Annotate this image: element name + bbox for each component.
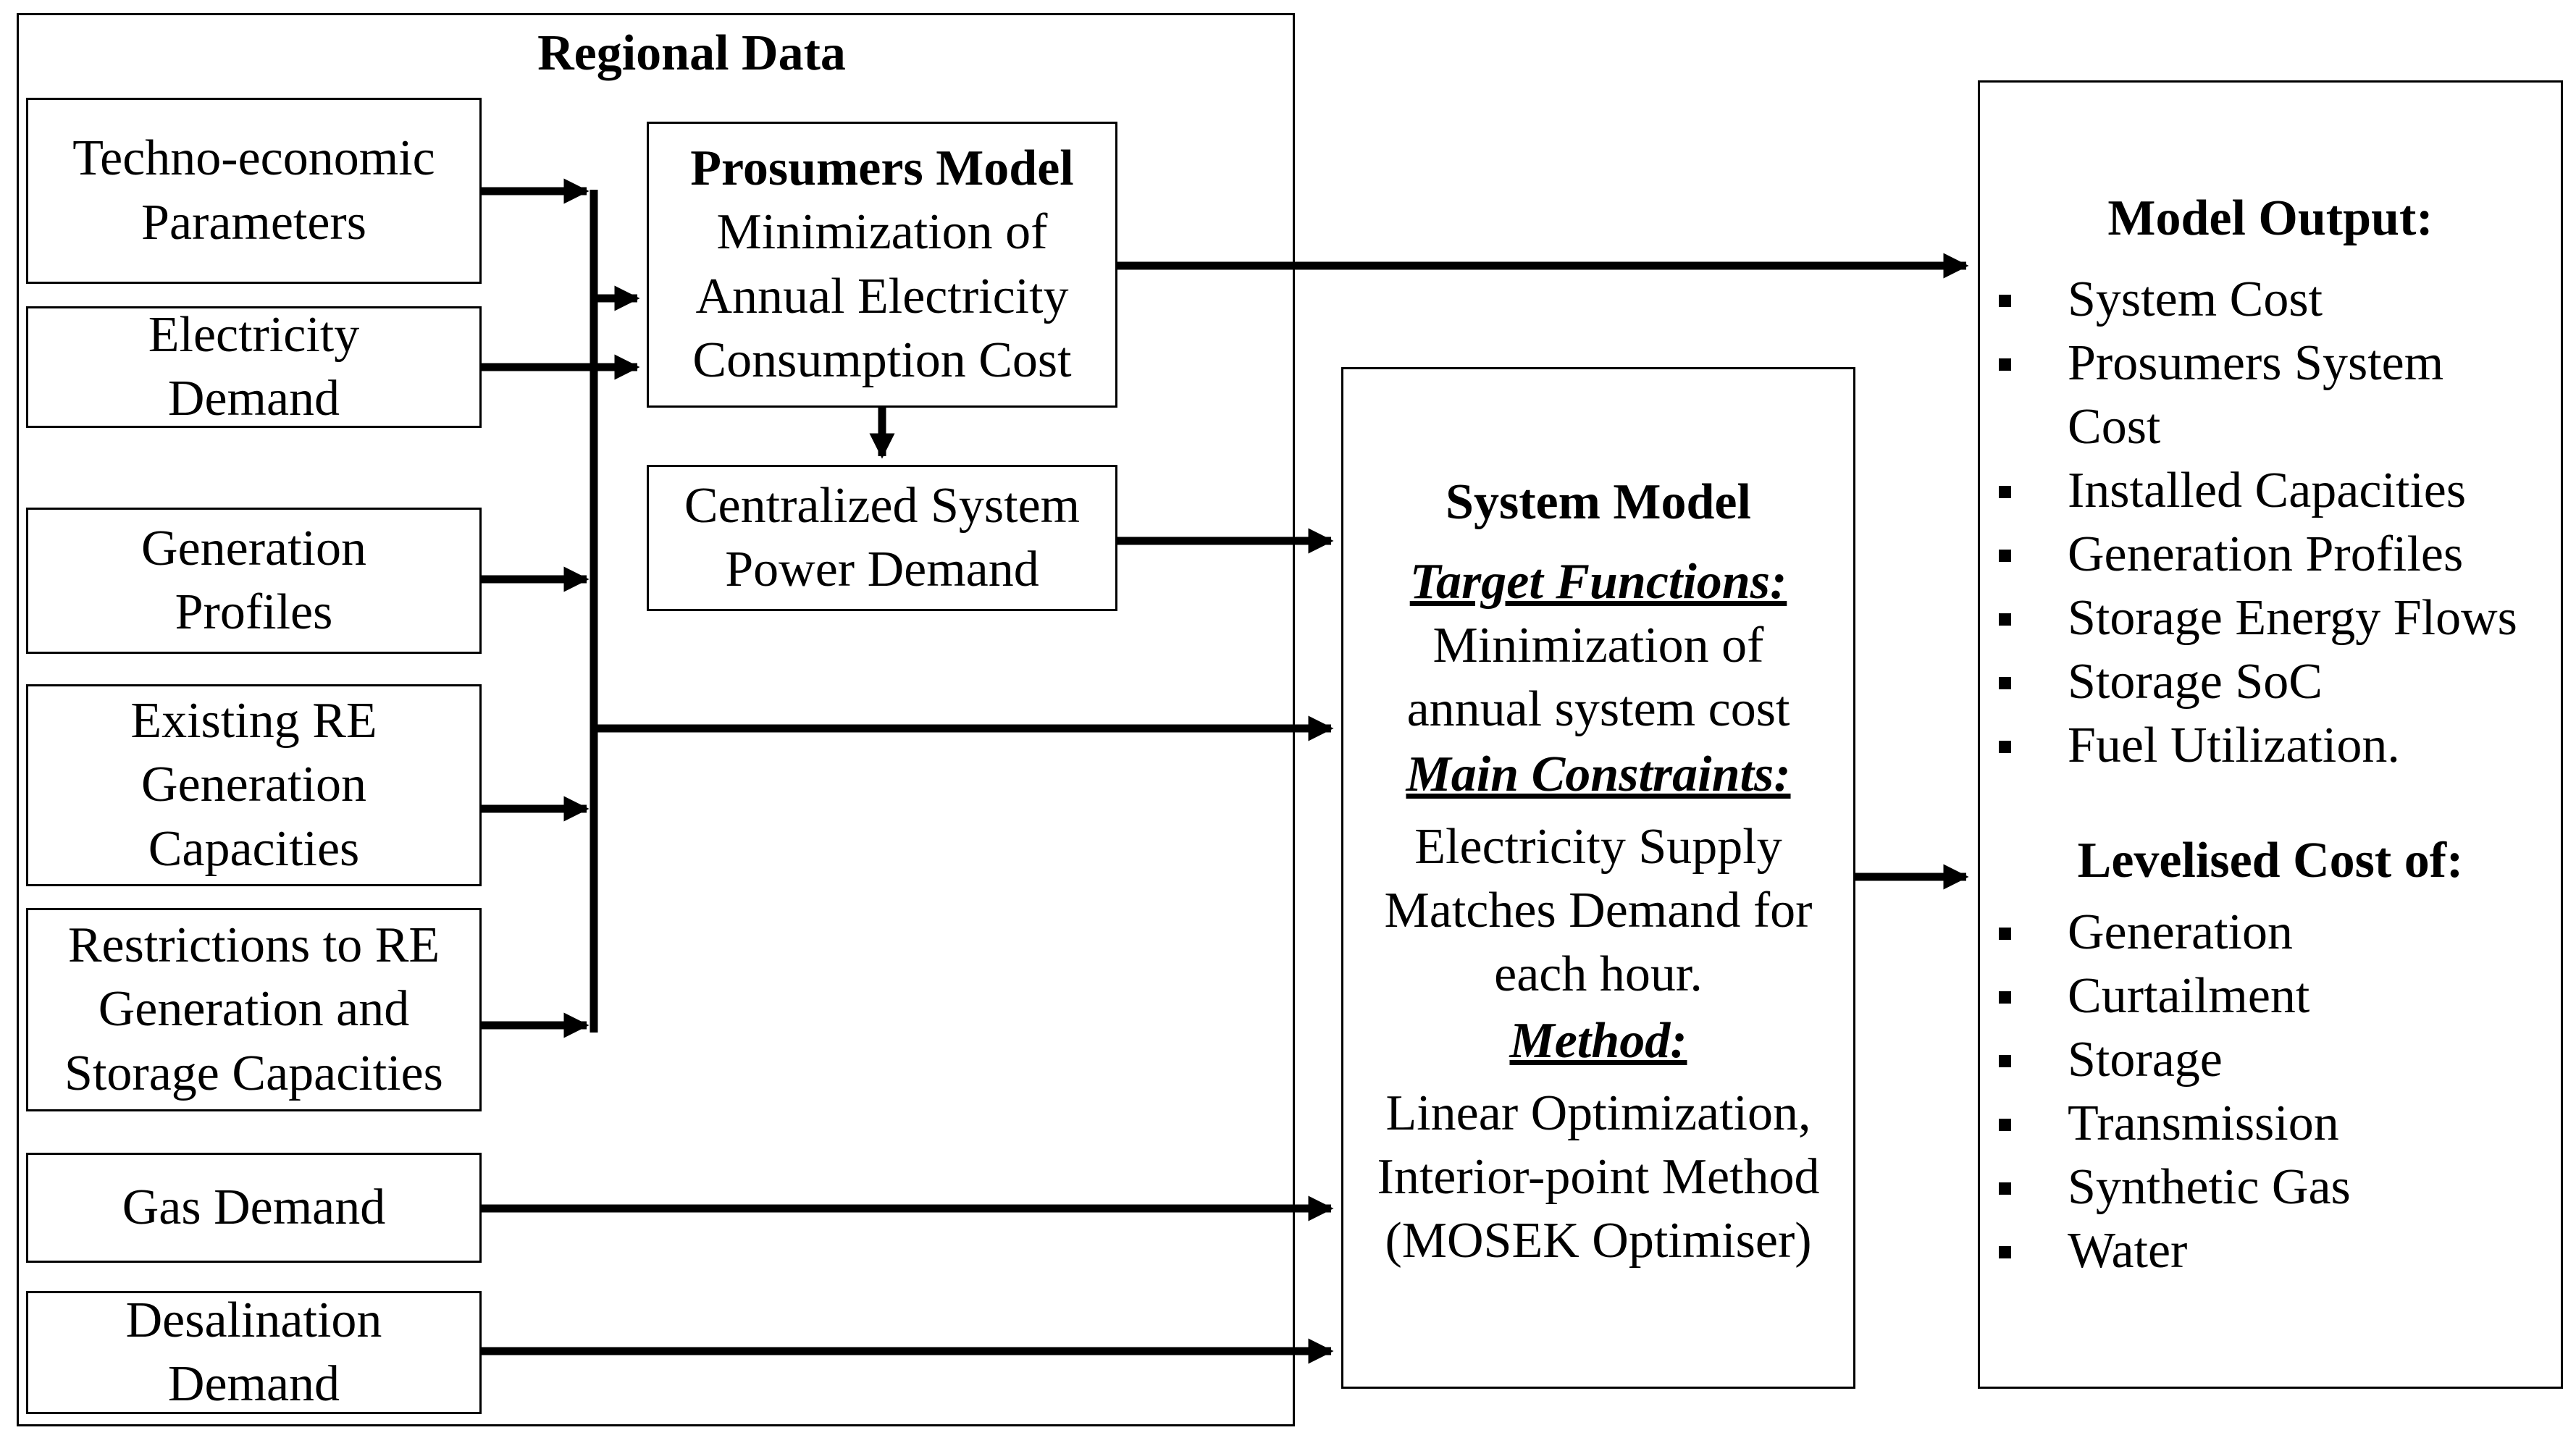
input-box-generation-profiles: Generation Profiles xyxy=(26,508,482,654)
input-box-gas-demand: Gas Demand xyxy=(26,1153,482,1263)
method-heading: Method: xyxy=(1509,1013,1687,1069)
input-line: Gas Demand xyxy=(122,1179,386,1235)
centralized-demand-line: Centralized System xyxy=(684,477,1081,534)
method-line: Linear Optimization, xyxy=(1385,1085,1811,1141)
regional-data-frame xyxy=(17,13,1295,1426)
levelised-cost-item-label: Storage xyxy=(2068,1032,2223,1088)
levelised-cost-list: Generation Curtailment Storage Transmiss… xyxy=(1977,901,2351,1283)
input-line: Demand xyxy=(167,371,340,426)
model-output-item-label: Cost xyxy=(2068,399,2161,455)
input-line: Techno-economic xyxy=(72,130,435,187)
bullet-square-icon xyxy=(1999,741,2011,753)
bullet-square-icon xyxy=(1999,295,2011,307)
target-functions-heading: Target Functions: xyxy=(1409,554,1787,610)
bullet-square-icon xyxy=(1999,358,2011,371)
model-output-list: System Cost Prosumers System Cost Instal… xyxy=(1977,268,2517,778)
prosumers-model-line: Annual Electricity xyxy=(695,268,1069,324)
input-line: Parameters xyxy=(141,194,366,251)
model-output-item-label: Prosumers System xyxy=(2068,335,2444,391)
main-constraints-line: Electricity Supply xyxy=(1414,819,1782,875)
model-output-item-label: Generation Profiles xyxy=(2068,526,2464,582)
input-line: Electricity xyxy=(148,306,360,363)
model-output-item: Installed Capacities xyxy=(1977,459,2517,523)
model-output-item: Storage Energy Flows xyxy=(1977,586,2517,650)
input-line: Demand xyxy=(167,1356,340,1412)
levelised-cost-item-label: Water xyxy=(2068,1223,2188,1279)
bullet-square-icon xyxy=(1999,1119,2011,1131)
levelised-cost-item-label: Transmission xyxy=(2068,1096,2339,1151)
input-line: Generation and xyxy=(98,981,410,1038)
bullet-square-icon xyxy=(1999,928,2011,940)
method-line: (MOSEK Optimiser) xyxy=(1385,1213,1812,1269)
prosumers-model-box: Prosumers Model Minimization of Annual E… xyxy=(647,122,1117,408)
levelised-cost-title: Levelised Cost of: xyxy=(2077,833,2464,888)
bullet-square-icon xyxy=(1999,1055,2011,1067)
levelised-cost-item: Curtailment xyxy=(1977,964,2351,1028)
input-line: Storage Capacities xyxy=(64,1045,443,1101)
model-output-title: Model Output: xyxy=(2107,190,2433,246)
prosumers-model-line: Minimization of xyxy=(716,204,1048,261)
levelised-cost-item: Generation xyxy=(1977,901,2351,964)
regional-data-title: Regional Data xyxy=(537,25,846,81)
target-functions-line: annual system cost xyxy=(1406,681,1790,737)
levelised-cost-item: Transmission xyxy=(1977,1092,2351,1156)
model-output-item: Fuel Utilization. xyxy=(1977,714,2517,778)
model-output-item-label: Installed Capacities xyxy=(2068,463,2467,518)
model-output-item: Storage SoC xyxy=(1977,650,2517,714)
centralized-demand-line: Power Demand xyxy=(725,542,1039,597)
input-box-desalination-demand: Desalination Demand xyxy=(26,1291,482,1414)
main-constraints-line: Matches Demand for xyxy=(1384,883,1813,938)
bullet-square-icon xyxy=(1999,550,2011,562)
input-line: Existing RE xyxy=(130,693,377,749)
prosumers-model-line: Consumption Cost xyxy=(692,332,1072,388)
input-box-electricity-demand: Electricity Demand xyxy=(26,306,482,428)
levelised-cost-item: Synthetic Gas xyxy=(1977,1156,2351,1219)
levelised-cost-item: Water xyxy=(1977,1219,2351,1283)
model-output-item: Cost xyxy=(1977,395,2517,459)
prosumers-model-title: Prosumers Model xyxy=(690,140,1074,197)
bullet-square-icon xyxy=(1999,486,2011,498)
system-model-title: System Model xyxy=(1446,474,1751,530)
model-output-item-label: Fuel Utilization. xyxy=(2068,718,2400,773)
bullet-square-icon xyxy=(1999,991,2011,1004)
input-line: Desalination xyxy=(125,1292,382,1348)
bullet-square-icon xyxy=(1999,1182,2011,1195)
input-line: Generation xyxy=(141,757,366,813)
input-box-existing-re: Existing RE Generation Capacities xyxy=(26,684,482,886)
bullet-square-icon xyxy=(1999,677,2011,689)
bullet-square-icon xyxy=(1999,1246,2011,1258)
input-line: Generation xyxy=(141,520,366,576)
model-output-item: Prosumers System xyxy=(1977,332,2517,395)
input-box-restrictions: Restrictions to RE Generation and Storag… xyxy=(26,908,482,1111)
centralized-demand-box: Centralized System Power Demand xyxy=(647,465,1117,611)
levelised-cost-item: Storage xyxy=(1977,1028,2351,1092)
levelised-cost-item-label: Synthetic Gas xyxy=(2068,1159,2351,1215)
model-output-box xyxy=(1978,80,2563,1389)
levelised-cost-item-label: Curtailment xyxy=(2068,968,2310,1024)
input-line: Profiles xyxy=(175,584,333,640)
method-line: Interior-point Method xyxy=(1377,1149,1820,1205)
main-constraints-heading: Main Constraints: xyxy=(1406,747,1791,802)
bullet-square-icon xyxy=(1999,613,2011,626)
levelised-cost-item-label: Generation xyxy=(2068,904,2293,960)
system-model-box: System Model Target Functions: Minimizat… xyxy=(1341,367,1855,1389)
input-line: Capacities xyxy=(148,820,360,877)
model-output-item: System Cost xyxy=(1977,268,2517,332)
main-constraints-line: each hour. xyxy=(1494,946,1703,1002)
model-output-item-label: System Cost xyxy=(2068,272,2323,327)
input-line: Restrictions to RE xyxy=(67,917,440,974)
model-output-item-label: Storage SoC xyxy=(2068,654,2323,710)
model-output-item-label: Storage Energy Flows xyxy=(2068,590,2517,646)
target-functions-line: Minimization of xyxy=(1432,618,1764,673)
input-box-techno-economic: Techno-economic Parameters xyxy=(26,98,482,284)
model-output-item: Generation Profiles xyxy=(1977,523,2517,586)
